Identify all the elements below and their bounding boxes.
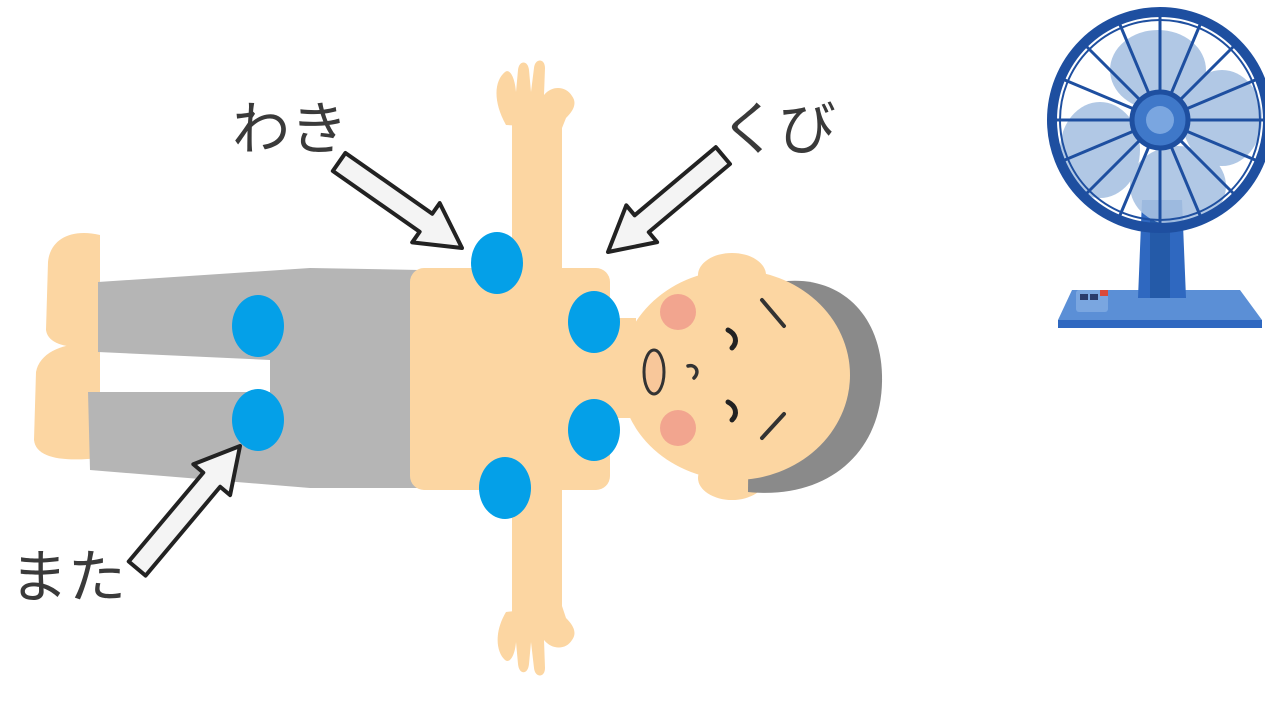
- cooling-spot-upper-groin: [232, 295, 284, 357]
- cooling-spot-right-armpit: [471, 232, 523, 294]
- head: [620, 253, 882, 500]
- electric-fan-icon: [1052, 12, 1265, 328]
- armpit-label: わき: [232, 100, 348, 158]
- groin-label: また: [10, 548, 126, 606]
- cooling-spot-lower-groin: [232, 389, 284, 451]
- cooling-spot-neck-upper: [568, 291, 620, 353]
- neck-label: くび: [720, 100, 836, 158]
- neck-arrow: [593, 137, 739, 270]
- cooling-spot-left-armpit: [479, 457, 531, 519]
- cooling-spot-neck-lower: [568, 399, 620, 461]
